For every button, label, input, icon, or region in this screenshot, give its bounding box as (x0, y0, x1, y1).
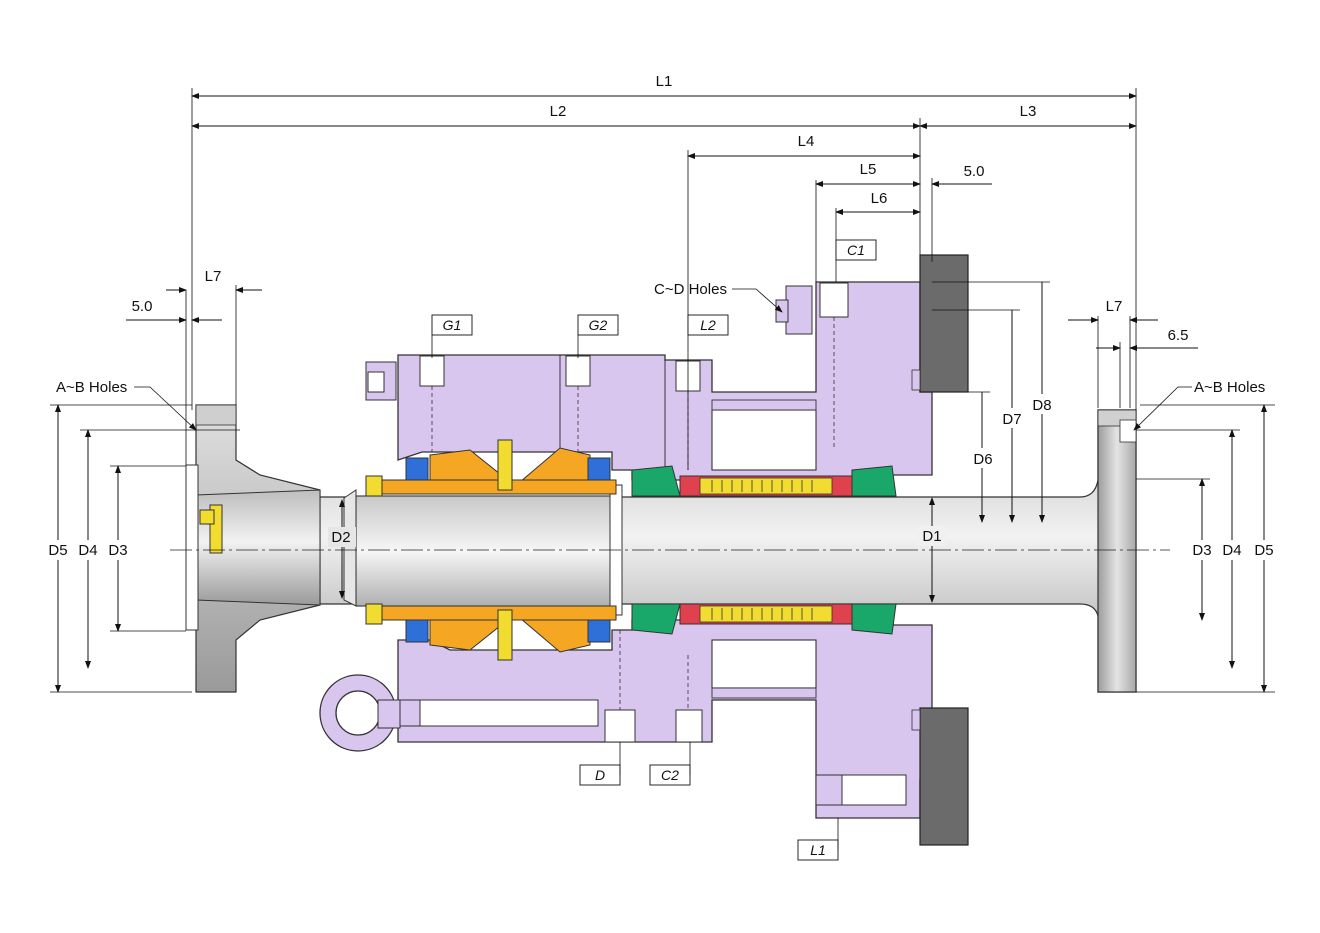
dimension-d3-left: D3 (104, 465, 132, 632)
tag-g1: G1 (431, 314, 473, 358)
dimension-gap-right: 6.5 (1096, 327, 1198, 351)
dimension-l1: L1 (191, 73, 1137, 99)
dimension-l4: L4 (687, 133, 921, 159)
sleeve (343, 484, 623, 616)
dim-d3-left-text: D3 (108, 542, 127, 559)
dimension-d4-left: D4 (74, 429, 102, 669)
dimension-l6: L6 (835, 190, 921, 215)
dimension-d3-right: D3 (1188, 478, 1216, 621)
dimension-d5-left: D5 (44, 404, 72, 693)
gland-plate (911, 254, 969, 846)
tag-c2: C2 (649, 742, 691, 786)
dimension-d6: D6 (968, 392, 996, 523)
holes-ab-left-text: A~B Holes (56, 379, 127, 396)
lifting-eye (319, 674, 401, 752)
dimension-d5-right: D5 (1250, 404, 1278, 693)
label-holes-ab-left: A~B Holes (56, 379, 197, 431)
dim-l6-text: L6 (871, 190, 888, 207)
dim-d7-text: D7 (1002, 411, 1021, 428)
holes-cd-text: C~D Holes (654, 281, 727, 298)
dim-gap-top-text: 5.0 (964, 163, 985, 180)
dimension-d4-right: D4 (1218, 429, 1246, 669)
dim-l2-text: L2 (550, 103, 567, 120)
tag-l2: L2 (687, 314, 729, 336)
dimension-d7: D7 (998, 310, 1026, 523)
dimension-d1: D1 (918, 497, 946, 603)
dimension-l3: L3 (919, 103, 1137, 129)
dim-d5-left-text: D5 (48, 542, 67, 559)
extension-lines (50, 88, 1275, 693)
dim-d6-text: D6 (973, 451, 992, 468)
dimension-d8: D8 (1028, 282, 1056, 523)
tag-g2: G2 (577, 314, 619, 358)
left-flange (185, 404, 321, 693)
dim-l5-text: L5 (860, 161, 877, 178)
dim-d8-text: D8 (1032, 397, 1051, 414)
tag-g1-text: G1 (443, 317, 462, 333)
bearings (365, 439, 617, 661)
dimension-l7-left: L7 (166, 268, 262, 293)
dim-gap-left-text: 5.0 (132, 298, 153, 315)
dim-gap-right-text: 6.5 (1168, 327, 1189, 344)
dim-l4-text: L4 (798, 133, 815, 150)
bearing-housing-lower (397, 619, 933, 819)
tag-g2-text: G2 (589, 317, 608, 333)
dim-l7-left-text: L7 (205, 268, 222, 285)
dimension-l5: L5 (815, 161, 921, 187)
tag-l2-text: L2 (700, 317, 716, 333)
dim-l7-right-text: L7 (1106, 298, 1123, 315)
dim-d4-left-text: D4 (78, 542, 97, 559)
bearing-housing-upper (397, 281, 933, 481)
dim-l3-text: L3 (1020, 103, 1037, 120)
right-flange (1097, 409, 1137, 693)
holes-ab-right-text: A~B Holes (1194, 379, 1265, 396)
dim-l1-text: L1 (656, 73, 673, 90)
label-holes-cd: C~D Holes (654, 281, 783, 313)
mechanical-seal (631, 465, 897, 635)
tag-c1: C1 (835, 239, 877, 261)
dimension-l2: L2 (191, 103, 921, 129)
dim-d5-right-text: D5 (1254, 542, 1273, 559)
tag-d-text: D (595, 767, 605, 783)
dim-d4-right-text: D4 (1222, 542, 1241, 559)
dim-d1-text: D1 (922, 528, 941, 545)
tag-l1: L1 (797, 818, 839, 861)
dimension-gap-top: 5.0 (900, 163, 992, 187)
dimension-gap-left: 5.0 (126, 298, 222, 323)
dim-d2-text: D2 (331, 529, 350, 546)
dimension-l7-right: L7 (1068, 298, 1158, 323)
tag-l1-text: L1 (810, 842, 826, 858)
dim-d3-right-text: D3 (1192, 542, 1211, 559)
label-holes-ab-right: A~B Holes (1133, 379, 1265, 431)
tag-c1-text: C1 (847, 242, 865, 258)
tag-c2-text: C2 (661, 767, 679, 783)
dimension-d2: D2 (328, 499, 356, 599)
shaft (189, 409, 1137, 693)
tag-d: D (579, 742, 621, 786)
